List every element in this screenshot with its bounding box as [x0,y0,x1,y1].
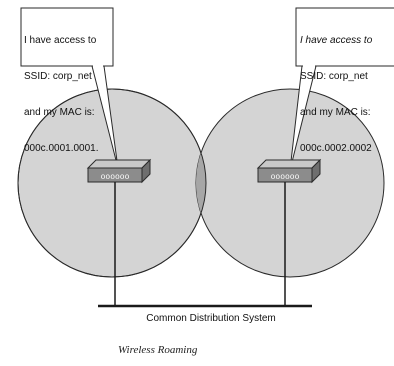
callout-box-left [20,7,114,67]
callout-box-right [295,7,394,67]
access-point-right-ports: oooooo [271,173,300,182]
access-point-left: oooooo [86,158,152,184]
callout-text-left: I have access to SSID: corp_net and my M… [24,11,99,167]
callout-left-line-3: and my MAC is: [24,107,95,118]
callout-left-line-4: 000c.0001.0001. [24,143,99,154]
callout-right-line-1: I have access to [300,35,373,46]
callout-right-line-4: 000c.0002.0002 [300,143,372,154]
callout-left-line-1: I have access to [24,35,97,46]
coverage-cell-left-outline [17,88,207,278]
callout-right-line-3: and my MAC is: [300,107,371,118]
distribution-system-label: Common Distribution System [146,313,276,324]
access-point-right: oooooo [256,158,322,184]
callout-text-right: I have access to SSID: corp_net and my M… [300,11,372,167]
callout-right-line-2: SSID: corp_net [300,71,368,82]
callout-left-line-2: SSID: corp_net [24,71,92,82]
access-point-left-ports: oooooo [101,173,130,182]
figure-caption: Wireless Roaming [118,344,198,356]
